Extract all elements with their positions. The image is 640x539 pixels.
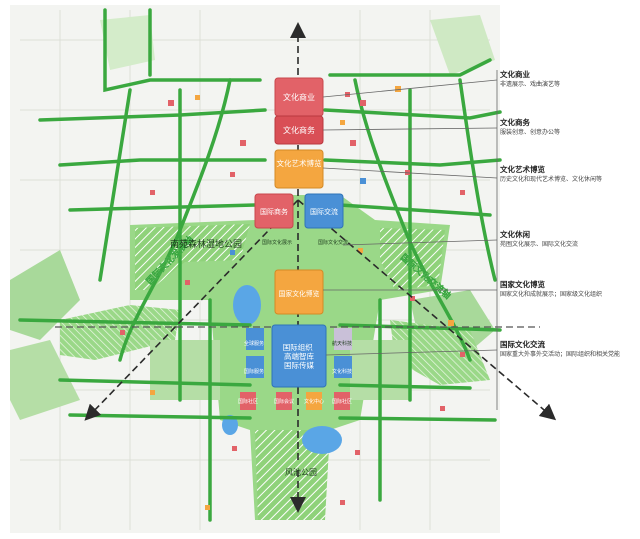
label-bottom-2: 国际会议 bbox=[274, 398, 294, 405]
block-intl-org: 国际组织 高端智库国际传媒 bbox=[283, 342, 315, 370]
legend-title: 文化艺术博览 bbox=[500, 165, 545, 174]
south-park-label: 风池公园 bbox=[285, 467, 317, 477]
label-right-col-1: 航天科技 bbox=[332, 340, 352, 347]
legend-desc: 苑囿文化展示、国际文化交流 bbox=[500, 241, 579, 248]
legend-desc: 国家文化和成就展示；国家级文化组织 bbox=[500, 291, 603, 298]
road-network bbox=[18, 8, 502, 522]
label-bottom-3: 文化中心 bbox=[304, 398, 324, 405]
legend-title: 国家文化博览 bbox=[500, 280, 545, 289]
label-leisure-left: 国际文化展示 bbox=[262, 239, 292, 246]
block-line: 国际传媒 bbox=[284, 360, 314, 370]
block-commerce: 文化商业 bbox=[283, 92, 315, 102]
small-labels: 国际文化展示 国际文化交流 全球服务 国际服务 航天科技 文化科技 国际社区 国… bbox=[238, 239, 352, 405]
legend-title: 文化商务 bbox=[500, 118, 530, 127]
label-left-col-1: 全球服务 bbox=[244, 340, 264, 347]
legend-desc: 非遗展示、戏曲演艺等 bbox=[500, 81, 561, 88]
block-business: 文化商务 bbox=[283, 125, 315, 135]
park-label: 南苑森林湿地公园 bbox=[170, 238, 242, 250]
block-line: 高端智库 bbox=[284, 351, 314, 361]
legend-item: 文化艺术博览 历史文化和现代艺术博览、文化休闲等 bbox=[500, 165, 632, 184]
core-blocks: 文化商业 文化商务 文化艺术博览 国际商务 国际交流 国家文化博览 国际组织 高… bbox=[240, 77, 352, 410]
label-bottom-4: 国际社区 bbox=[332, 398, 352, 405]
block-intl-business: 国际商务 bbox=[260, 207, 288, 216]
legend-item: 文化商务 服装创意、创意办公等 bbox=[500, 118, 632, 137]
legend-title: 国际文化交流 bbox=[500, 340, 545, 349]
label-leisure-right: 国际文化交流 bbox=[318, 239, 348, 246]
label-right-col-2: 文化科技 bbox=[332, 368, 352, 375]
legend-title: 文化商业 bbox=[500, 70, 530, 79]
legend-item: 国家文化博览 国家文化和成就展示；国家级文化组织 bbox=[500, 280, 632, 299]
legend-item: 文化休闲 苑囿文化展示、国际文化交流 bbox=[500, 230, 632, 249]
label-bottom-1: 国际社区 bbox=[238, 398, 258, 405]
legend-item: 国际文化交流 国家重大外事外交活动；国际组织和相关党能 bbox=[500, 340, 632, 359]
legend-item: 文化商业 非遗展示、戏曲演艺等 bbox=[500, 70, 632, 89]
legend-desc: 国家重大外事外交活动；国际组织和相关党能 bbox=[500, 351, 621, 358]
label-left-col-2: 国际服务 bbox=[244, 368, 264, 375]
block-intl-exchange: 国际交流 bbox=[310, 207, 338, 216]
legend-desc: 服装创意、创意办公等 bbox=[500, 129, 561, 136]
block-national-expo: 国家文化博览 bbox=[279, 289, 320, 298]
legend-title: 文化休闲 bbox=[500, 230, 530, 239]
legend-leader-lines bbox=[322, 70, 498, 410]
legend-desc: 历史文化和现代艺术博览、文化休闲等 bbox=[500, 176, 603, 183]
block-expo-top: 文化艺术博览 bbox=[277, 158, 322, 168]
